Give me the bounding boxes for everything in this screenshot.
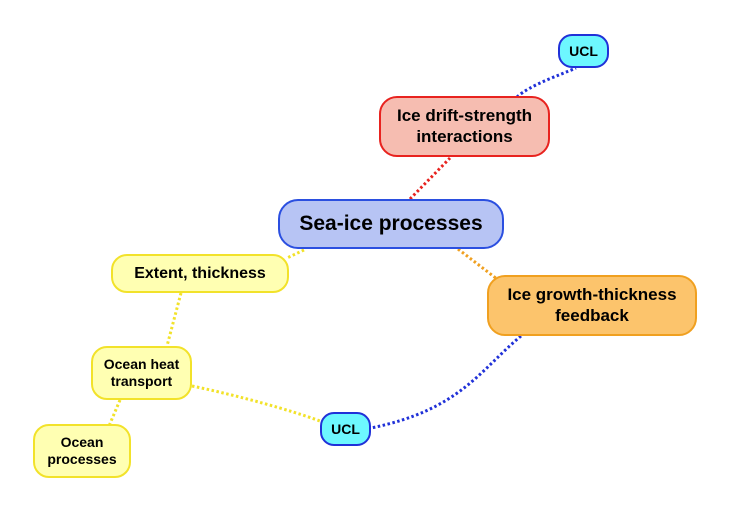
node-label: UCL bbox=[569, 42, 598, 59]
node-ocean-processes[interactable]: Ocean processes bbox=[33, 424, 131, 478]
edge-heat-ocean bbox=[107, 399, 122, 427]
edge-main-drift bbox=[408, 156, 452, 201]
edge-main-extent bbox=[286, 248, 305, 260]
node-ucl-top[interactable]: UCL bbox=[558, 34, 609, 68]
node-label-line1: Ocean bbox=[60, 434, 104, 451]
node-label: Sea-ice processes bbox=[299, 212, 483, 236]
node-extent-thickness[interactable]: Extent, thickness bbox=[111, 254, 289, 293]
node-sea-ice-processes[interactable]: Sea-ice processes bbox=[278, 199, 504, 249]
node-label-line2: processes bbox=[47, 451, 117, 467]
node-label: Extent, thickness bbox=[134, 264, 266, 282]
node-label: UCL bbox=[331, 420, 360, 437]
node-label-line1: Ice drift-strength bbox=[396, 106, 533, 126]
node-ocean-heat-transport[interactable]: Ocean heat transport bbox=[91, 346, 192, 400]
node-label-line1: Ocean heat bbox=[103, 356, 180, 373]
node-ice-drift-strength[interactable]: Ice drift-strength interactions bbox=[379, 96, 550, 157]
node-label-line1: Ice growth-thickness bbox=[507, 285, 677, 305]
node-label-line2: interactions bbox=[416, 126, 513, 146]
edge-main-growth bbox=[457, 247, 498, 281]
edge-extent-heat bbox=[165, 292, 183, 347]
edge-heat-ucl-bottom bbox=[191, 384, 321, 423]
edge-growth-ucl-bottom bbox=[370, 334, 522, 430]
node-label-line2: feedback bbox=[555, 305, 629, 325]
node-ice-growth-thickness[interactable]: Ice growth-thickness feedback bbox=[487, 275, 697, 336]
node-label-line2: transport bbox=[110, 373, 173, 389]
node-ucl-bottom[interactable]: UCL bbox=[320, 412, 371, 446]
edge-drift-ucl-top bbox=[515, 66, 577, 99]
